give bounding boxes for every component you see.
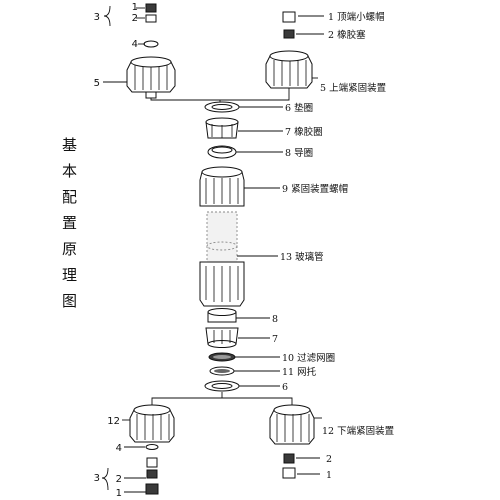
callout-number: 4 [116,443,122,454]
label-top-cap: 1 顶端小螺帽 [328,11,385,23]
washer-part [143,40,159,48]
rubber-plug-part [283,453,295,464]
glass-tube-part [206,211,238,265]
label-bottom-cap: 1 [326,470,332,481]
label-guide-ring-lower: 8 [272,314,278,325]
title-char: 本 [62,162,77,180]
upper-fastener-body [265,55,313,89]
label-guide-ring: 8 导圈 [285,148,313,159]
label-lower-fastener: 12 下端紧固装置 [322,425,394,437]
bottom-left-stack: 12 4 3 2 1 [94,404,175,499]
title-char: 基 [62,136,77,154]
label-upper-fastener: 5 上端紧固装置 [320,82,386,94]
top-cap-part [145,3,157,13]
bottom-cap-part [145,483,159,495]
rubber-plug-part [283,29,295,39]
title-char: 原 [62,240,77,258]
callout-number: 12 [107,416,120,427]
top-right-stack [265,11,324,89]
title-char: 配 [62,188,77,206]
top-cap-part [282,11,296,23]
callout-number: 5 [94,78,100,89]
callout-number: 2 [116,474,122,485]
label-rubber-plug: 2 橡胶塞 [328,29,366,41]
label-rubber-ring-lower: 7 [272,334,278,345]
callout-number: 3 [94,473,100,484]
bottom-right-labels: 12 下端紧固装置 2 1 [322,425,394,481]
bottom-right-stack [269,404,322,479]
title-char: 置 [62,214,77,232]
rubber-plug-part [146,457,158,468]
callout-number: 1 [132,2,138,13]
callout-number: 3 [94,12,100,23]
top-right-labels: 1 顶端小螺帽 2 橡胶塞 5 上端紧固装置 [320,11,386,94]
center-labels: 6 垫圈 7 橡胶圈 8 导圈 9 紧固装置螺帽 13 玻璃管 8 7 10 过… [272,102,348,393]
label-washer-lower: 6 [282,382,288,393]
callout-number: 1 [116,488,122,499]
label-fastener-nut: 9 紧固装置螺帽 [282,183,348,195]
callout-number: 4 [132,39,138,50]
label-rubber-plug-lower: 2 [326,454,332,465]
callout-number: 2 [132,13,138,24]
washer-part [145,444,159,450]
bottom-connector-line [151,392,293,406]
label-mesh-holder: 11 网托 [282,366,317,378]
label-filter-mesh: 10 过滤网圈 [282,352,335,364]
label-washer: 6 垫圈 [285,102,313,114]
label-glass-tube: 13 玻璃管 [280,251,324,263]
lower-fastener-body [129,409,175,443]
rubber-plug-part [145,14,157,23]
center-column [199,101,283,392]
bottom-cap-part [282,467,296,479]
top-left-stack: 1 3 2 4 5 [94,2,176,99]
lower-fastener-body [269,409,315,445]
label-rubber-ring: 7 橡胶圈 [285,126,323,138]
title-char: 图 [62,292,77,310]
vertical-title: 基 本 配 置 原 理 图 [62,136,77,310]
title-char: 理 [62,266,77,284]
